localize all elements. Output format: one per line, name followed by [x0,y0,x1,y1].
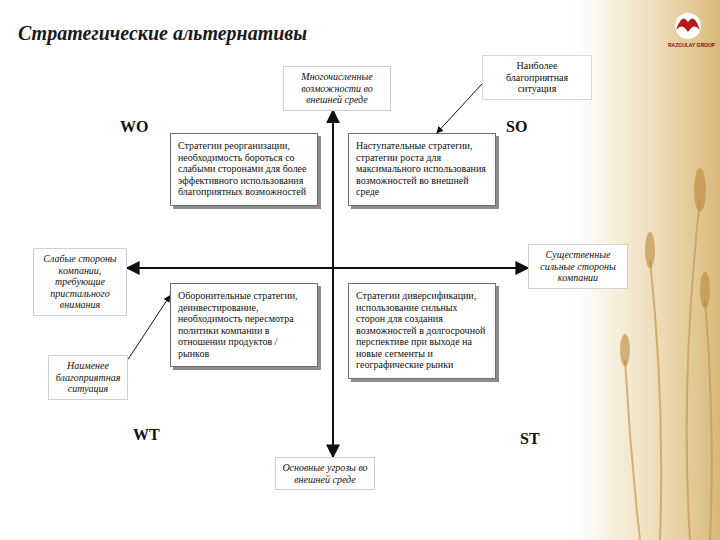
box-text: Оборонительные стратегии, деинвестирован… [178,290,310,359]
quadrant-code: SO [506,118,527,136]
box-text: Наступательные стратегии, стратегии рост… [356,140,488,198]
box-text: Многочисленные возможности во внешней ср… [289,71,385,106]
box-text: Слабые стороны компании, требующие прист… [39,253,121,311]
axis-label-box: Основные угрозы во внешней среде [275,457,375,490]
box-text: Наименее благоприятная ситуация [54,360,122,395]
axis-arrow [127,267,528,269]
axis-label-box: Существенные сильные стороны компании [528,244,628,289]
box-text: Наиболее благоприятная ситуация [488,60,586,95]
slide-title: Стратегические альтернативы [18,22,307,45]
axis-label-box: Слабые стороны компании, требующие прист… [33,248,127,316]
box-text: Существенные сильные стороны компании [534,249,622,284]
axis-arrow [332,111,334,458]
strategy-box: Оборонительные стратегии, деинвестирован… [170,283,318,367]
box-text: Стратегии реорганизации, необходимость б… [178,140,310,198]
quadrant-code: ST [520,430,540,448]
strategy-box: Стратегии диверсификации, использование … [348,283,496,379]
logo-symbol [675,13,701,39]
pointer-arrow [128,296,170,360]
callout-box: Наименее благоприятная ситуация [48,355,128,400]
pointer-arrow [437,84,482,133]
callout-box: Наиболее благоприятная ситуация [482,55,592,100]
logo-text: RAZGULAY GROUP [668,42,715,48]
quadrant-code: WT [133,426,160,444]
callout-box: Многочисленные возможности во внешней ср… [283,66,391,111]
box-text: Стратегии диверсификации, использование … [356,290,488,371]
quadrant-code: WO [120,118,148,136]
box-text: Основные угрозы во внешней среде [281,462,369,485]
strategy-box: Стратегии реорганизации, необходимость б… [170,133,318,206]
strategy-box: Наступательные стратегии, стратегии рост… [348,133,496,206]
